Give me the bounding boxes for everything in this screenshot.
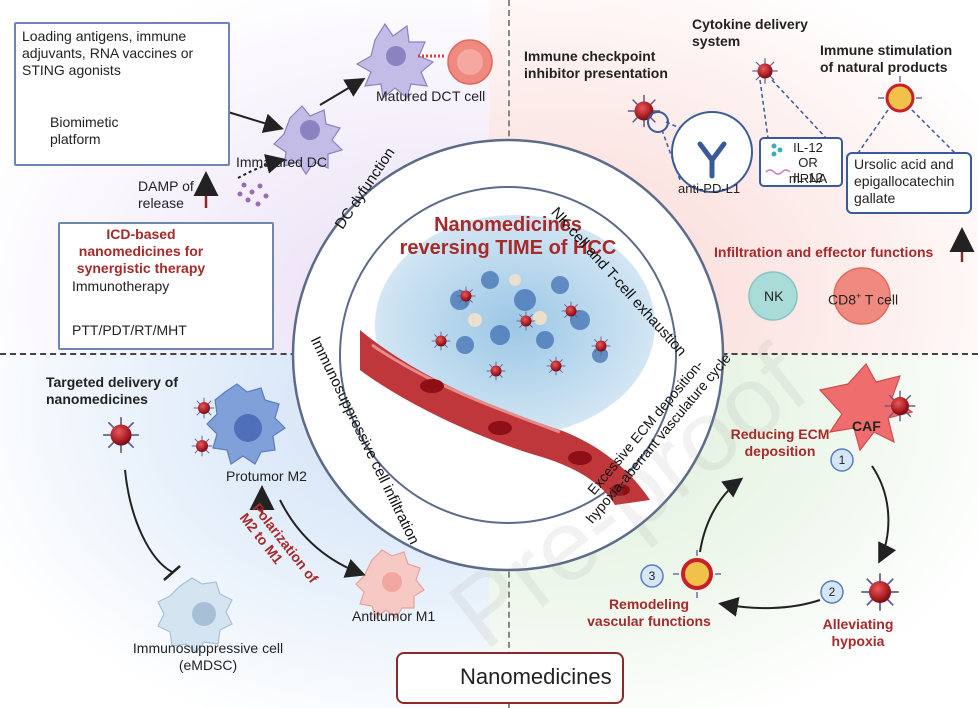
damp-label: DAMP of release <box>138 178 194 212</box>
damp-line-2: release <box>138 195 184 211</box>
cd8-t-cell-icon <box>833 267 891 325</box>
cytokine-items: IL-12 OR IL-12 <box>788 140 828 185</box>
step-3: 3 <box>648 569 656 583</box>
loading-line-3: STING agonists <box>22 62 121 78</box>
immatured-dc-icon <box>273 105 344 176</box>
center-title: Nanomedicines reversing TIME of HCC <box>398 214 618 260</box>
damp-particles <box>237 182 269 207</box>
caf-icon <box>818 362 914 452</box>
loading-box <box>14 22 230 166</box>
cytokine-item-4: mRNA <box>788 171 828 186</box>
emdsc-label: Immunosuppressive cell (eMDSC) <box>128 640 288 674</box>
loading-line-1: Loading antigens, immune <box>22 28 187 44</box>
cytokine-title: Cytokine delivery system <box>692 16 808 50</box>
infiltration-label: Infiltration and effector functions <box>714 244 934 260</box>
remodeling-line-2: vascular functions <box>587 613 711 629</box>
checkpoint-title-line-2: inhibitor presentation <box>524 65 668 81</box>
natural-box <box>846 152 972 214</box>
natural-title-line-2: of natural products <box>820 59 948 75</box>
checkpoint-title: Immune checkpoint inhibitor presentation <box>524 48 668 82</box>
step-2: 2 <box>828 585 836 599</box>
biomimetic-line-2: platform <box>50 131 101 147</box>
targeted-line-1: Targeted delivery of <box>46 374 179 390</box>
checkpoint-nanoparticle-icon <box>627 94 661 128</box>
center-title-line1: Nanomedicines <box>434 214 582 236</box>
center-title-line2: reversing TIME of HCC <box>399 237 617 259</box>
reducing-line-1: Reducing ECM <box>730 426 830 442</box>
tumor-cells <box>450 271 608 363</box>
tumor-mass <box>375 215 655 435</box>
cd8-label: CD8+ T cell <box>828 288 898 309</box>
icd-title: ICD-based nanomedicines for synergistic … <box>66 226 216 277</box>
step-badges <box>640 448 854 604</box>
emdsc-line-1: Immunosuppressive cell <box>132 640 284 656</box>
checkpoint-title-line-1: Immune checkpoint <box>524 48 656 64</box>
legend-box <box>396 652 624 704</box>
antibody-icon <box>697 141 727 179</box>
cytokine-item-2: OR <box>798 155 818 170</box>
caf-nanoparticle-icon <box>883 389 917 423</box>
cd8-text: CD8 <box>828 291 857 308</box>
icd-title-line-1: ICD-based <box>106 226 176 242</box>
cytokine-item-3: IL-12 <box>793 170 823 185</box>
reducing-label: Reducing ECM deposition <box>730 426 830 460</box>
antitumor-label: Antitumor M1 <box>352 608 436 624</box>
t-cell-label: T cell <box>452 88 486 104</box>
alleviating-line-1: Alleviating <box>822 616 894 632</box>
cytokine-item-1: IL-12 <box>793 140 823 155</box>
cd8-rest: T cell <box>861 291 899 308</box>
matured-dc-label: Matured DC <box>376 88 452 104</box>
natural-title-line-1: Immune stimulation <box>820 42 953 58</box>
nk-label: NK <box>764 288 784 304</box>
natural-line-1: Ursolic acid and <box>854 156 954 172</box>
ptt-label: PTT/PDT/RT/MHT <box>72 322 187 338</box>
red-blood-cells <box>420 379 630 496</box>
cytokine-title-line-1: Cytokine delivery <box>692 16 808 32</box>
cytokine-nanoparticle-icon <box>751 57 779 85</box>
remodeling-nanoparticle-icon <box>681 558 713 590</box>
targeted-line-2: nanomedicines <box>46 391 148 407</box>
anti-pdl1-label: anti-PD-L1 <box>678 181 741 196</box>
emdsc-line-2: (eMDSC) <box>178 657 238 673</box>
natural-title: Immune stimulation of natural products <box>820 42 952 76</box>
alleviating-line-2: hypoxia <box>831 633 885 649</box>
targeted-nanoparticle-icon <box>102 416 140 454</box>
immunotherapy-label: Immunotherapy <box>72 278 170 294</box>
caf-label: CAF <box>852 418 881 434</box>
alleviating-label: Alleviating hypoxia <box>810 616 906 650</box>
natural-box-text: Ursolic acid and epigallocatechin gallat… <box>854 156 954 207</box>
loading-text: Loading antigens, immune adjuvants, RNA … <box>22 28 193 79</box>
icd-title-line-2: nanomedicines for <box>78 243 204 259</box>
legend-label: Nanomedicines <box>460 664 612 689</box>
natural-line-3: gallate <box>854 190 896 206</box>
icd-box <box>58 222 274 350</box>
remodeling-line-1: Remodeling <box>608 596 690 612</box>
nk-cell-icon <box>748 271 798 321</box>
icd-title-line-3: synergistic therapy <box>76 260 206 276</box>
cytokine-title-line-2: system <box>692 33 741 49</box>
targeted-title: Targeted delivery of nanomedicines <box>46 374 178 408</box>
step-1: 1 <box>838 453 846 467</box>
hypoxia-nanoparticle-icon <box>860 572 900 612</box>
cd8-sup: + <box>856 291 862 301</box>
biomimetic-line-1: Biomimetic <box>50 114 119 130</box>
natural-line-2: epigallocatechin <box>854 173 955 189</box>
immatured-dc-label: Immatured DC <box>236 154 328 170</box>
protumor-label: Protumor M2 <box>226 468 307 484</box>
reducing-line-2: deposition <box>744 443 816 459</box>
anti-pdl1-zoom <box>671 111 753 193</box>
damp-line-1: DAMP of <box>138 178 194 194</box>
natural-product-nanoparticle-icon <box>885 83 915 113</box>
biomimetic-label: Biomimetic platform <box>50 114 118 148</box>
loading-line-2: adjuvants, RNA vaccines or <box>22 45 194 61</box>
remodeling-label: Remodeling vascular functions <box>574 596 724 630</box>
